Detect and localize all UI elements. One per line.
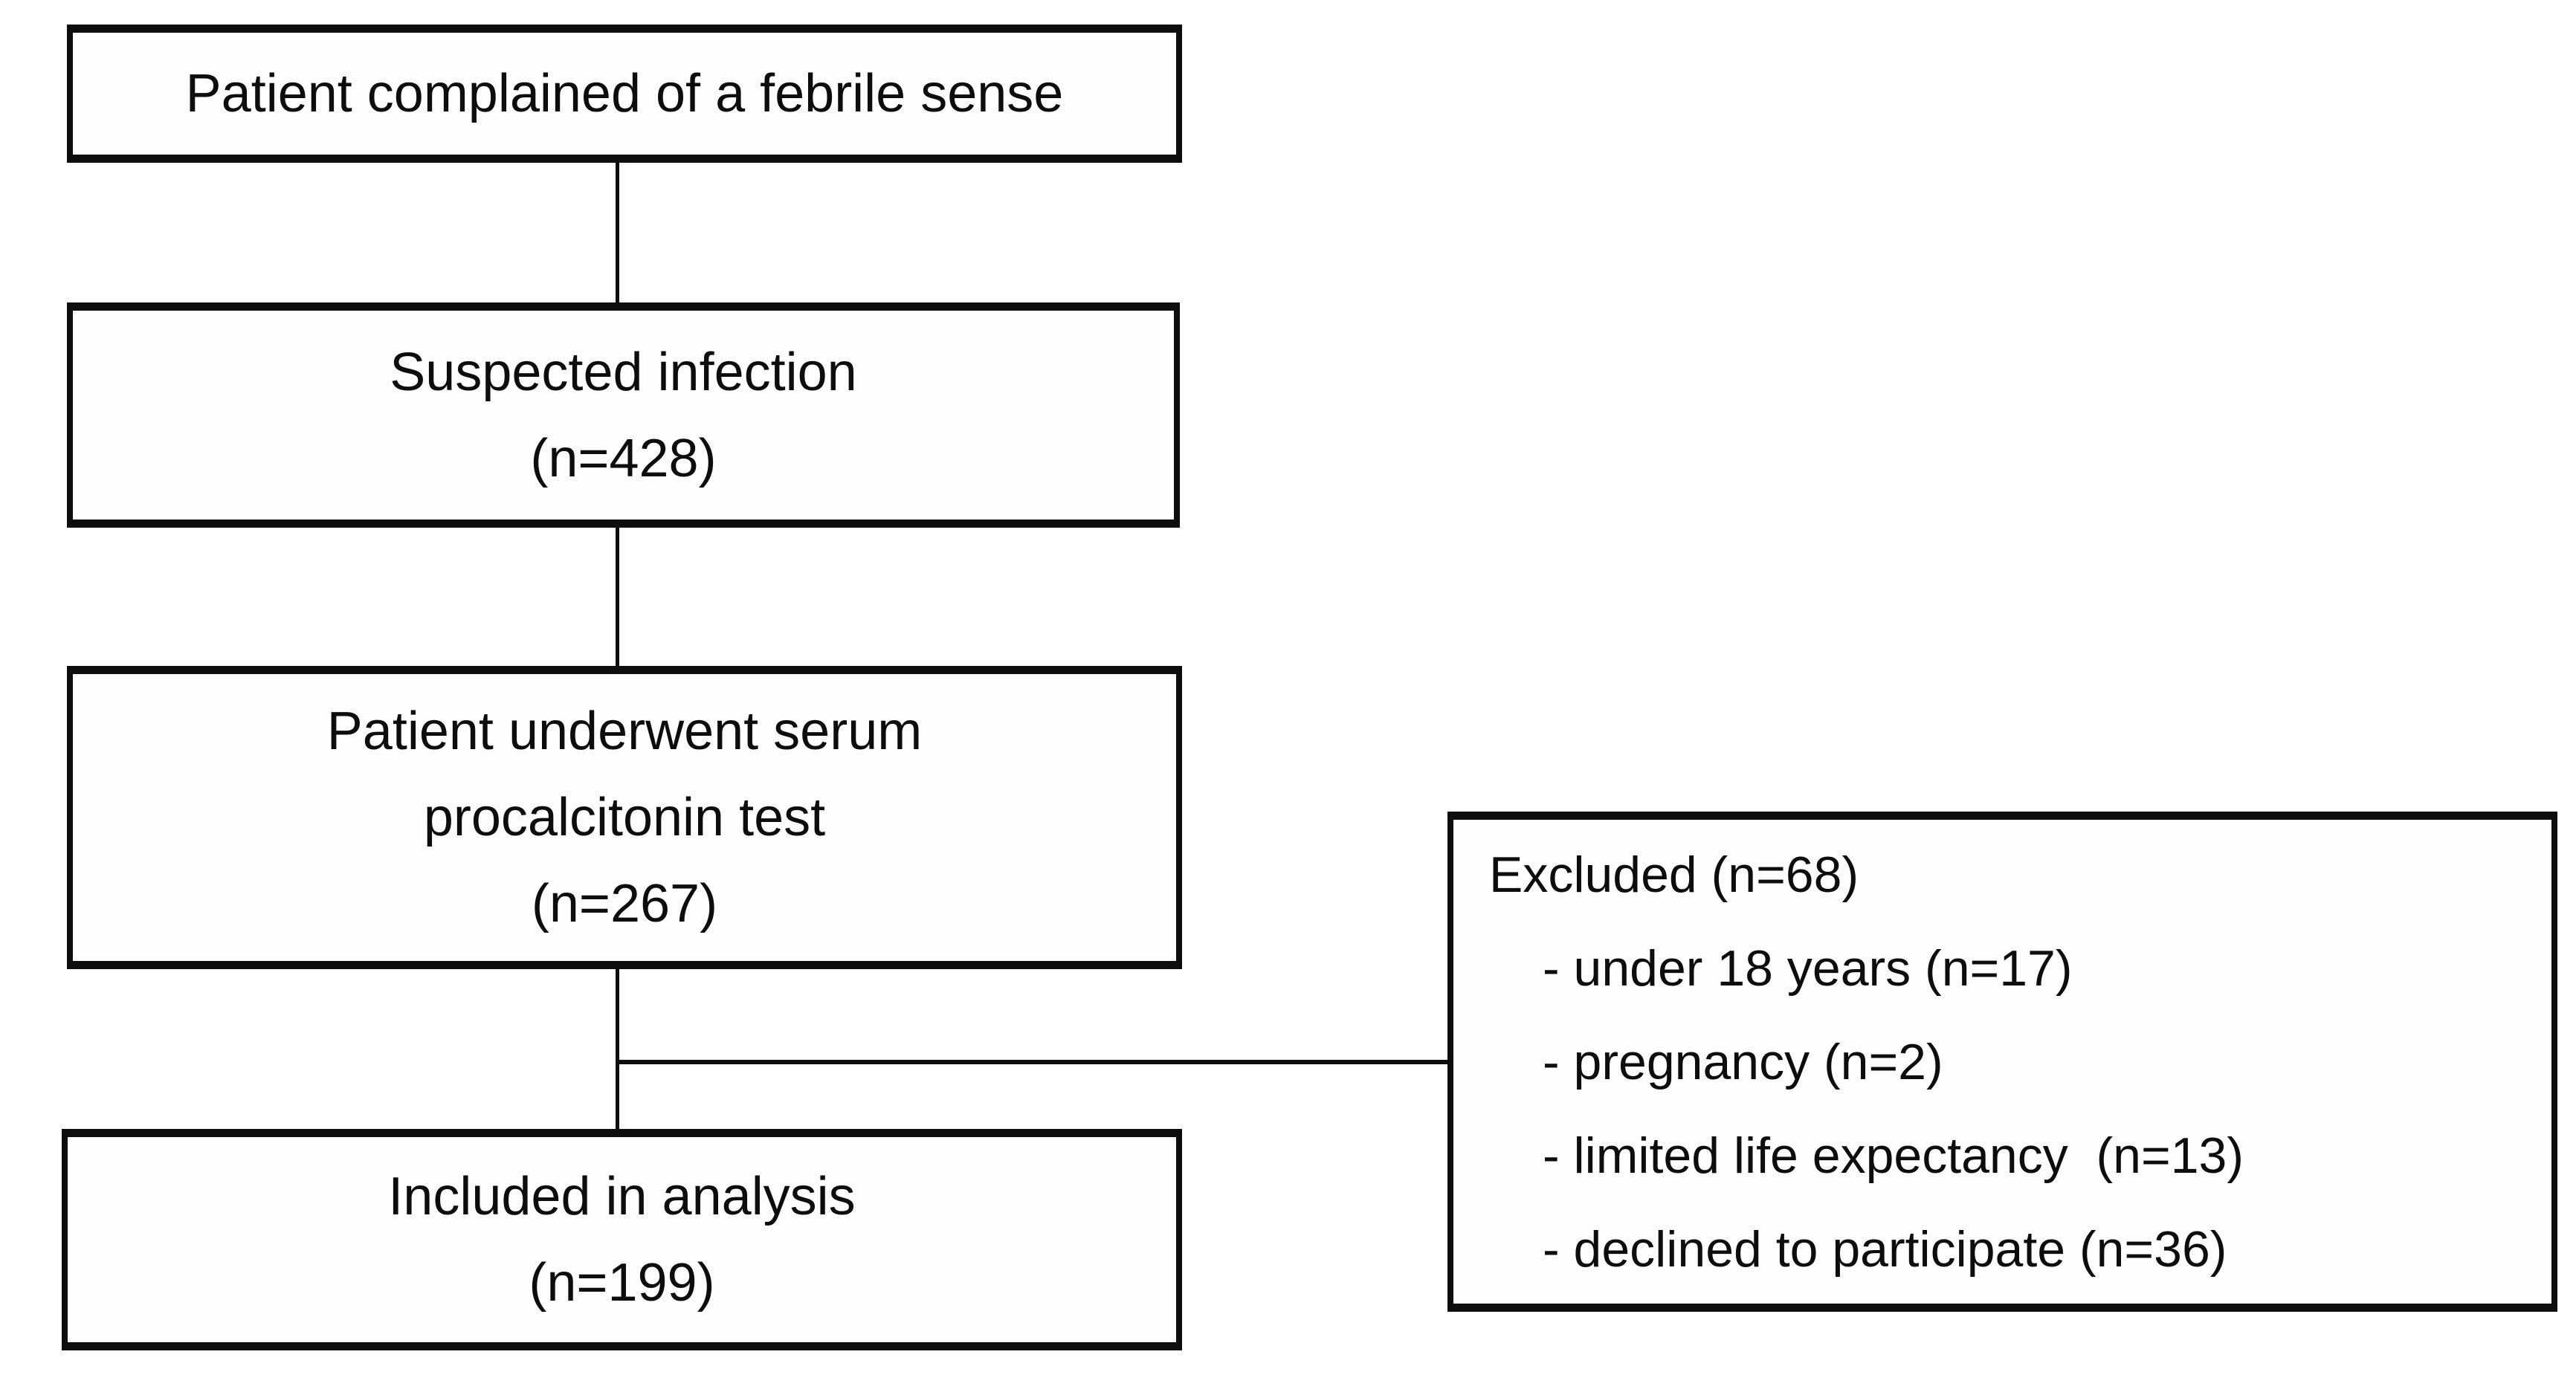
flow-box-excluded-item-under-18: - under 18 years (n=17) — [1543, 939, 2073, 997]
flow-box-excluded-item-pregnancy: - pregnancy (n=2) — [1543, 1033, 1943, 1090]
flow-box-suspected-infection-text: Suspected infection — [390, 342, 857, 402]
connector-branch-to-excluded — [616, 1060, 1450, 1064]
connector-suspected-to-pct-test — [616, 525, 619, 669]
flow-box-excluded-item-declined: - declined to participate (n=36) — [1543, 1220, 2227, 1278]
connector-complaint-to-suspected — [616, 163, 619, 305]
flow-box-included-in-analysis: Included in analysis (n=199) — [62, 1129, 1182, 1350]
flow-box-procalcitonin-test: Patient underwent serum procalcitonin te… — [67, 666, 1182, 969]
connector-pct-test-to-included — [616, 966, 619, 1132]
flow-box-excluded: Excluded (n=68) - under 18 years (n=17) … — [1447, 812, 2557, 1312]
flow-box-suspected-infection: Suspected infection (n=428) — [67, 302, 1180, 528]
flow-box-procalcitonin-test-text-1: Patient underwent serum — [326, 702, 923, 761]
flow-box-procalcitonin-test-count: (n=267) — [531, 874, 718, 933]
flow-box-excluded-item-limited-life-expectancy: - limited life expectancy (n=13) — [1543, 1127, 2244, 1184]
flow-box-complaint-text: Patient complained of a febrile sense — [185, 64, 1064, 123]
flow-box-complaint: Patient complained of a febrile sense — [67, 25, 1182, 163]
flow-box-included-in-analysis-text: Included in analysis — [388, 1167, 856, 1226]
flow-box-included-in-analysis-count: (n=199) — [529, 1253, 715, 1313]
flow-box-procalcitonin-test-text-2: procalcitonin test — [423, 788, 826, 847]
flow-box-suspected-infection-count: (n=428) — [530, 428, 717, 488]
flow-box-excluded-title: Excluded (n=68) — [1489, 846, 1859, 903]
